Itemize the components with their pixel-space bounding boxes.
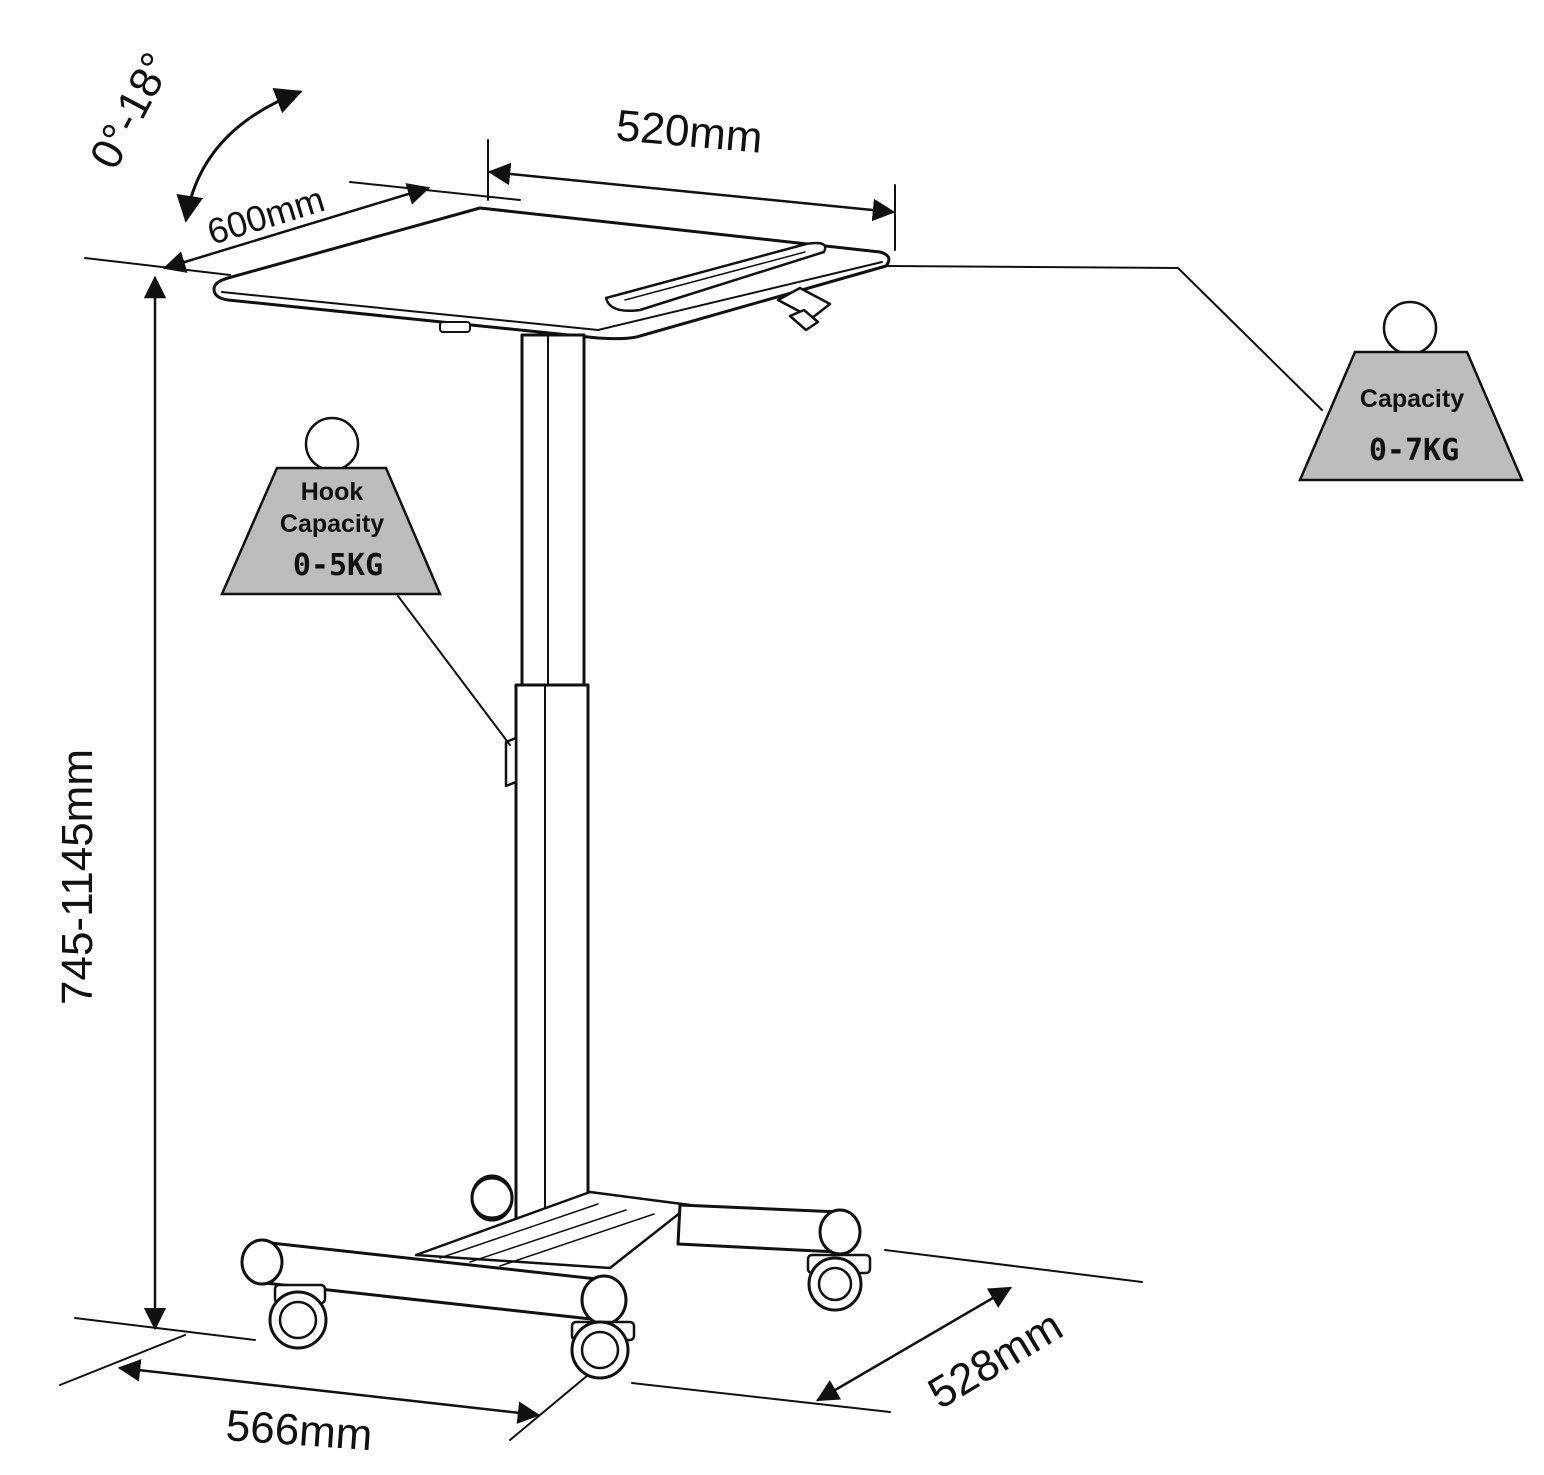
base-width-label: 566mm [224, 1401, 374, 1460]
hook [504, 736, 518, 788]
desk-capacity-label: Capacity [1360, 385, 1464, 413]
desk-capacity-value: 0-7KG [1369, 433, 1459, 468]
top-depth-arrow [487, 162, 896, 222]
base-back-bar [676, 1203, 842, 1254]
base-width-dimension: 566mm [59, 1334, 601, 1460]
base-width-arrow [117, 1359, 541, 1424]
column [504, 333, 590, 1237]
hook-capacity-line2: Capacity [280, 510, 384, 538]
desk-weight-knob [1382, 300, 1438, 356]
top-width-arrow [162, 183, 431, 273]
hook-weight-body [220, 466, 442, 596]
top-depth-label: 520mm [614, 101, 764, 163]
desk-top [212, 206, 891, 341]
tilt-label: 0°-18° [81, 45, 182, 177]
hook-capacity-leader [397, 595, 511, 746]
desk-capacity-leader [885, 265, 1323, 411]
caster-back-left [470, 1176, 514, 1220]
desk-weight-body [1298, 350, 1524, 482]
hook-capacity-line1: Hook [301, 478, 364, 506]
desk-capacity-weight: Capacity 0-7KG [1298, 300, 1524, 482]
base-depth-arrow [816, 1286, 1012, 1402]
caster-front-right [570, 1320, 636, 1380]
height-label: 745-1145mm [53, 749, 102, 1005]
pen-groove [604, 241, 827, 312]
hook-weight-knob [304, 416, 360, 472]
base-depth-dimension: 528mm [631, 1249, 1143, 1419]
base-depth-label: 528mm [920, 1301, 1071, 1419]
caster-front-left [268, 1283, 328, 1350]
hook-capacity-value: 0-5KG [293, 548, 383, 583]
caster-back-right [806, 1253, 872, 1312]
hook-capacity-weight: Hook Capacity 0-5KG [220, 416, 442, 596]
height-dimension: 745-1145mm [53, 275, 256, 1341]
top-width-label: 600mm [202, 178, 329, 252]
